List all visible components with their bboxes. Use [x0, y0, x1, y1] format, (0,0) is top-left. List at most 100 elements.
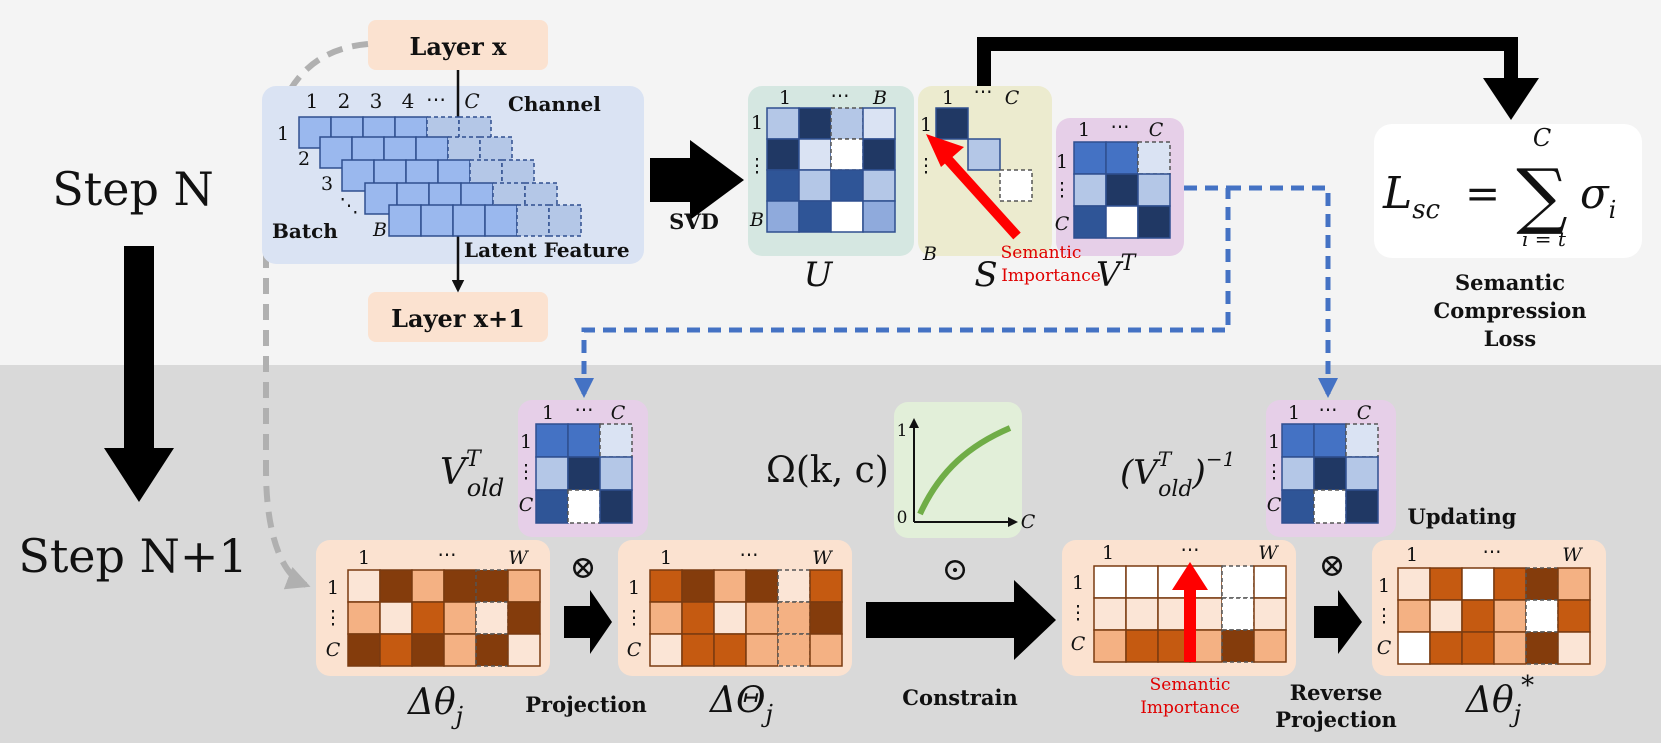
constrain-label: Constrain [902, 685, 1017, 710]
u-cell [798, 138, 832, 171]
feature-cell [420, 204, 454, 237]
s-importance-line1: Semantic [1001, 243, 1082, 263]
vt-matrix [1073, 141, 1171, 239]
grid-importance-head [1172, 562, 1208, 590]
vold-col-dots: ⋯ [575, 399, 594, 421]
vold-cell [599, 456, 633, 491]
g4-cell [1525, 567, 1559, 601]
vt-col-1: 1 [1078, 119, 1090, 141]
feature-stack [298, 116, 582, 237]
vinv-cell [1313, 456, 1347, 491]
layer-x-box [368, 20, 548, 70]
g1-cell [411, 601, 445, 635]
g3-cell [1093, 629, 1127, 663]
g2-row-c: C [627, 639, 642, 661]
channel-tick-dots: ⋯ [426, 87, 446, 111]
vinv-matrix [1281, 423, 1379, 524]
u-row-dots: ⋮ [748, 155, 767, 177]
g3-col-w: W [1258, 542, 1279, 564]
g4-cell [1525, 631, 1559, 665]
g2-col-w: W [812, 547, 833, 569]
vt-label: VT [1096, 251, 1138, 295]
s-col-1: 1 [942, 87, 954, 109]
channel-tick-1: 1 [306, 89, 319, 113]
g3-cell [1093, 565, 1127, 599]
vinv-row-c: C [1267, 494, 1282, 516]
omega-label: Ω(k, c) [766, 450, 889, 491]
vt-cell [1105, 173, 1139, 207]
u-cell [798, 107, 832, 140]
vold-cell [599, 423, 633, 458]
g3-cell [1125, 629, 1159, 663]
u-cell [766, 200, 800, 233]
u-col-b: B [872, 87, 887, 109]
g4-cell [1397, 631, 1431, 665]
g2-cell [649, 633, 683, 667]
omega-tick-c: C [1021, 511, 1036, 533]
vold-row-1: 1 [520, 431, 532, 453]
g3-cell [1253, 565, 1287, 599]
vt-to-vinv-arrow [1228, 185, 1338, 398]
g4-cell [1557, 599, 1591, 633]
g3-cell [1125, 597, 1159, 631]
vold-col-c: C [611, 402, 626, 424]
g3-cell [1221, 565, 1255, 599]
vinv-cell [1281, 489, 1315, 524]
g4-cell [1461, 599, 1495, 633]
g4-col-w: W [1562, 544, 1583, 566]
vold-cell [535, 423, 569, 458]
batch-tick-1: 1 [277, 123, 289, 145]
batch-tick-3: 3 [321, 173, 333, 195]
g4-cell [1557, 567, 1591, 601]
g2-col-1: 1 [660, 547, 672, 569]
g2-cell [745, 601, 779, 635]
s-importance-arrow [939, 150, 1021, 240]
loss-caption-1: Semantic [1455, 270, 1565, 295]
feature-cell [548, 204, 582, 237]
g1-cell [475, 569, 509, 603]
u-cell [830, 107, 864, 140]
channel-label: Channel [508, 92, 601, 116]
g4-row-1: 1 [1378, 575, 1390, 597]
grid-dTheta [649, 569, 843, 667]
vt-cell [1137, 173, 1171, 207]
g2-cell [809, 633, 843, 667]
u-cell [830, 200, 864, 233]
s-importance-arrowhead [926, 134, 964, 167]
layer-x1-box [368, 292, 548, 342]
g1-cell [347, 569, 381, 603]
grid-dtheta [347, 569, 541, 667]
g2-cell [681, 633, 715, 667]
loss-link-arrowhead [1483, 78, 1539, 120]
vinv-row-1: 1 [1268, 431, 1280, 453]
vold-cell [567, 456, 601, 491]
step-n1-label: Step N+1 [18, 529, 247, 583]
s-row-1: 1 [920, 114, 932, 136]
step-n-label: Step N [52, 162, 214, 216]
g4-cell [1397, 567, 1431, 601]
g1-cell [443, 569, 477, 603]
channel-tick-c: C [464, 89, 479, 113]
layer-x1-label: Layer x+1 [391, 304, 525, 333]
g1-cell [411, 569, 445, 603]
g2-cell [649, 601, 683, 635]
g2-cell [745, 569, 779, 603]
grid-star [1397, 567, 1591, 665]
projection-arrow [564, 590, 612, 654]
g2-cell [713, 633, 747, 667]
s-row-b: B [922, 243, 937, 265]
vt-cell [1105, 141, 1139, 175]
grid-importance-line1: Semantic [1150, 675, 1231, 695]
g2-cell [777, 633, 811, 667]
g3-row-c: C [1071, 633, 1086, 655]
loss-upper: C [1533, 124, 1551, 152]
vinv-cell [1281, 423, 1315, 458]
g2-row-1: 1 [628, 577, 640, 599]
feature-cell [388, 204, 422, 237]
g3-cell [1253, 597, 1287, 631]
g2-col-dots: ⋯ [740, 544, 759, 566]
u-cell [830, 138, 864, 171]
vt-cell [1073, 205, 1107, 239]
vt-cell [1073, 141, 1107, 175]
